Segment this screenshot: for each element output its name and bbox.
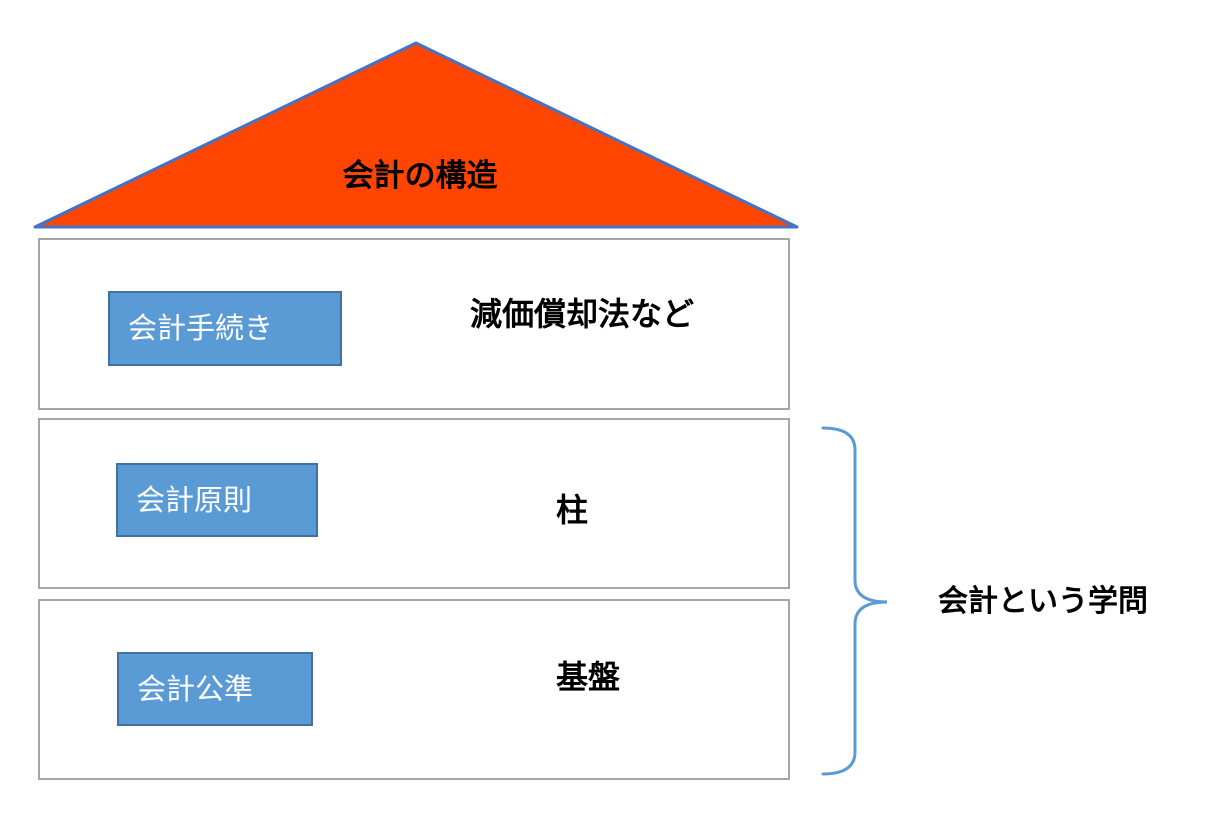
- label-box-principles: 会計原則: [116, 463, 318, 537]
- right-curly-brace: [821, 426, 888, 776]
- layer-description-principles: 柱: [556, 491, 589, 529]
- brace-label: 会計という学問: [938, 584, 1148, 619]
- layer-procedures: 会計手続き 減価償却法など: [38, 238, 790, 410]
- label-box-postulates: 会計公準: [117, 652, 313, 726]
- layer-postulates: 会計公準 基盤: [38, 599, 790, 780]
- roof-title: 会計の構造: [342, 158, 498, 194]
- layer-description-procedures: 減価償却法など: [470, 295, 695, 333]
- label-box-procedures: 会計手続き: [108, 291, 342, 366]
- roof-triangle: [33, 41, 799, 229]
- layer-description-postulates: 基盤: [556, 658, 621, 696]
- layer-principles: 会計原則 柱: [38, 418, 790, 589]
- brace-path: [821, 426, 888, 776]
